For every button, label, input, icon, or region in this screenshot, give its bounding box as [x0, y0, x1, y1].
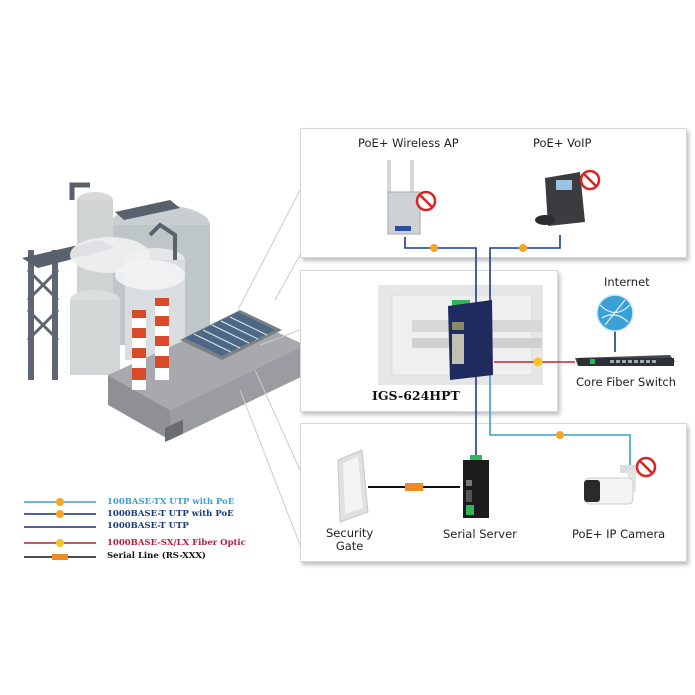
legend-item-1000base-t-poe: 1000BASE-T UTP with PoE — [107, 509, 234, 519]
internet-label: Internet — [604, 275, 650, 289]
serial-server-icon — [463, 455, 489, 518]
wireless-ap-icon — [387, 160, 437, 235]
voip-phone-icon — [535, 169, 601, 226]
core-fiber-switch-icon — [575, 355, 675, 366]
security-gate-label: Security Gate — [326, 527, 373, 553]
switch-model-label: IGS-624HPT — [372, 388, 460, 403]
voip-label: PoE+ VoIP — [533, 136, 592, 150]
legend-item-100base-tx-poe: 100BASE-TX UTP with PoE — [107, 497, 235, 507]
igs-switch-icon — [448, 300, 493, 380]
link-ap — [404, 237, 477, 305]
ip-camera-label: PoE+ IP Camera — [572, 527, 666, 541]
legend-item-serial: Serial Line (RS-XXX) — [107, 551, 206, 561]
callout-lines — [237, 189, 301, 546]
core-fiber-switch-label: Core Fiber Switch — [576, 375, 677, 389]
legend-item-1000base-t: 1000BASE-T UTP — [107, 521, 189, 531]
ip-camera-icon — [584, 456, 657, 505]
top-panel — [300, 128, 687, 258]
security-gate-label-line1: Security — [326, 526, 374, 540]
legend-item-fiber: 1000BASE-SX/LX Fiber Optic — [107, 538, 246, 548]
legend-lines — [24, 498, 96, 560]
link-markers — [405, 244, 564, 491]
factory-illustration — [22, 182, 305, 443]
internet-globe-icon — [596, 294, 634, 332]
security-gate-label-line2: Gate — [335, 539, 364, 553]
door-icon — [337, 449, 369, 523]
serial-server-label: Serial Server — [443, 527, 517, 541]
wireless-ap-label: PoE+ Wireless AP — [358, 136, 459, 150]
